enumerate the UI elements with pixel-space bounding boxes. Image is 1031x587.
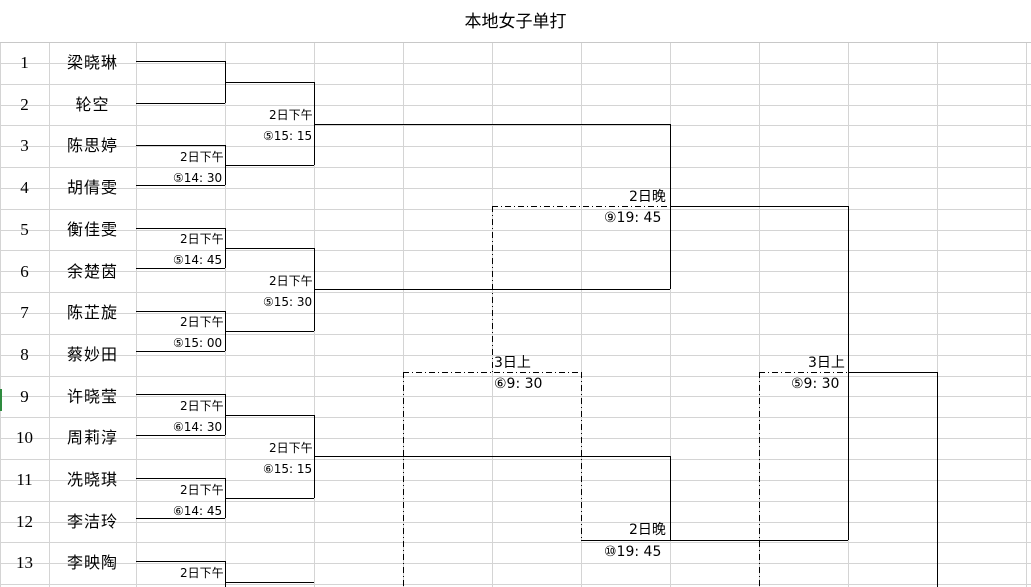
player-name-cell[interactable]: 陈芷旋: [66, 303, 118, 322]
match-day-label[interactable]: 2日下午: [269, 441, 313, 455]
match-time-label[interactable]: ⑥15: 15: [263, 462, 313, 476]
row-number[interactable]: 9: [20, 387, 29, 406]
match-time-label[interactable]: ⑩19: 45: [604, 544, 662, 560]
active-row-indicator: [0, 389, 2, 411]
match-time-label[interactable]: ⑨19: 45: [604, 210, 662, 226]
match-time-label[interactable]: ⑥9: 30: [494, 376, 543, 392]
player-name-cell[interactable]: 梁晓琳: [66, 53, 118, 72]
row-number[interactable]: 8: [20, 345, 29, 364]
match-day-label[interactable]: 2日下午: [180, 150, 224, 164]
match-day-label[interactable]: 3日上: [808, 355, 845, 371]
match-day-label[interactable]: 2日下午: [180, 399, 224, 413]
player-name-cell[interactable]: 冼晓琪: [66, 470, 118, 489]
player-name-cell[interactable]: 胡倩雯: [66, 178, 118, 197]
match-day-label[interactable]: 2日下午: [269, 274, 313, 288]
match-time-label[interactable]: ⑥14: 45: [173, 504, 223, 518]
row-number[interactable]: 11: [16, 470, 33, 489]
match-time-label[interactable]: ⑤14: 45: [173, 253, 223, 267]
match-time-label[interactable]: ⑤15: 15: [263, 129, 313, 143]
match-day-label[interactable]: 2日下午: [180, 483, 224, 497]
match-time-label[interactable]: ⑤14: 30: [173, 171, 223, 185]
row-number[interactable]: 3: [20, 136, 29, 155]
match-day-label[interactable]: 2日下午: [269, 108, 313, 122]
match-time-label[interactable]: ⑤15: 30: [263, 295, 313, 309]
row-number[interactable]: 7: [20, 303, 29, 322]
match-time-label[interactable]: ⑤9: 30: [791, 376, 840, 392]
row-number[interactable]: 1: [20, 53, 29, 72]
player-name-cell[interactable]: 许晓莹: [66, 387, 118, 406]
match-day-label[interactable]: 2日下午: [180, 566, 224, 580]
row-number[interactable]: 12: [16, 512, 33, 531]
row-number[interactable]: 2: [20, 95, 29, 114]
player-name-cell[interactable]: 李洁玲: [66, 512, 118, 531]
match-day-label[interactable]: 2日下午: [180, 315, 224, 329]
match-day-label[interactable]: 3日上: [494, 355, 531, 371]
player-name-cell[interactable]: 陈思婷: [66, 136, 118, 155]
player-name-cell[interactable]: 周莉淳: [66, 428, 118, 447]
match-day-label[interactable]: 2日晚: [629, 522, 666, 538]
match-time-label[interactable]: ⑤15: 00: [173, 336, 223, 350]
player-name-cell[interactable]: 余楚茵: [66, 262, 118, 281]
match-day-label[interactable]: 2日下午: [180, 232, 224, 246]
row-number[interactable]: 6: [20, 262, 29, 281]
sheet-title[interactable]: 本地女子单打: [464, 12, 567, 32]
row-number[interactable]: 4: [20, 178, 29, 197]
player-name-cell[interactable]: 衡佳雯: [66, 220, 118, 239]
row-number[interactable]: 13: [16, 553, 33, 572]
player-name-cell[interactable]: 轮空: [75, 95, 110, 114]
row-number[interactable]: 5: [20, 220, 29, 239]
player-name-cell[interactable]: 蔡妙田: [66, 345, 118, 364]
row-number[interactable]: 10: [16, 428, 33, 447]
player-name-cell[interactable]: 李映陶: [66, 553, 118, 572]
match-day-label[interactable]: 2日晚: [629, 189, 666, 205]
match-time-label[interactable]: ⑥14: 30: [173, 420, 223, 434]
